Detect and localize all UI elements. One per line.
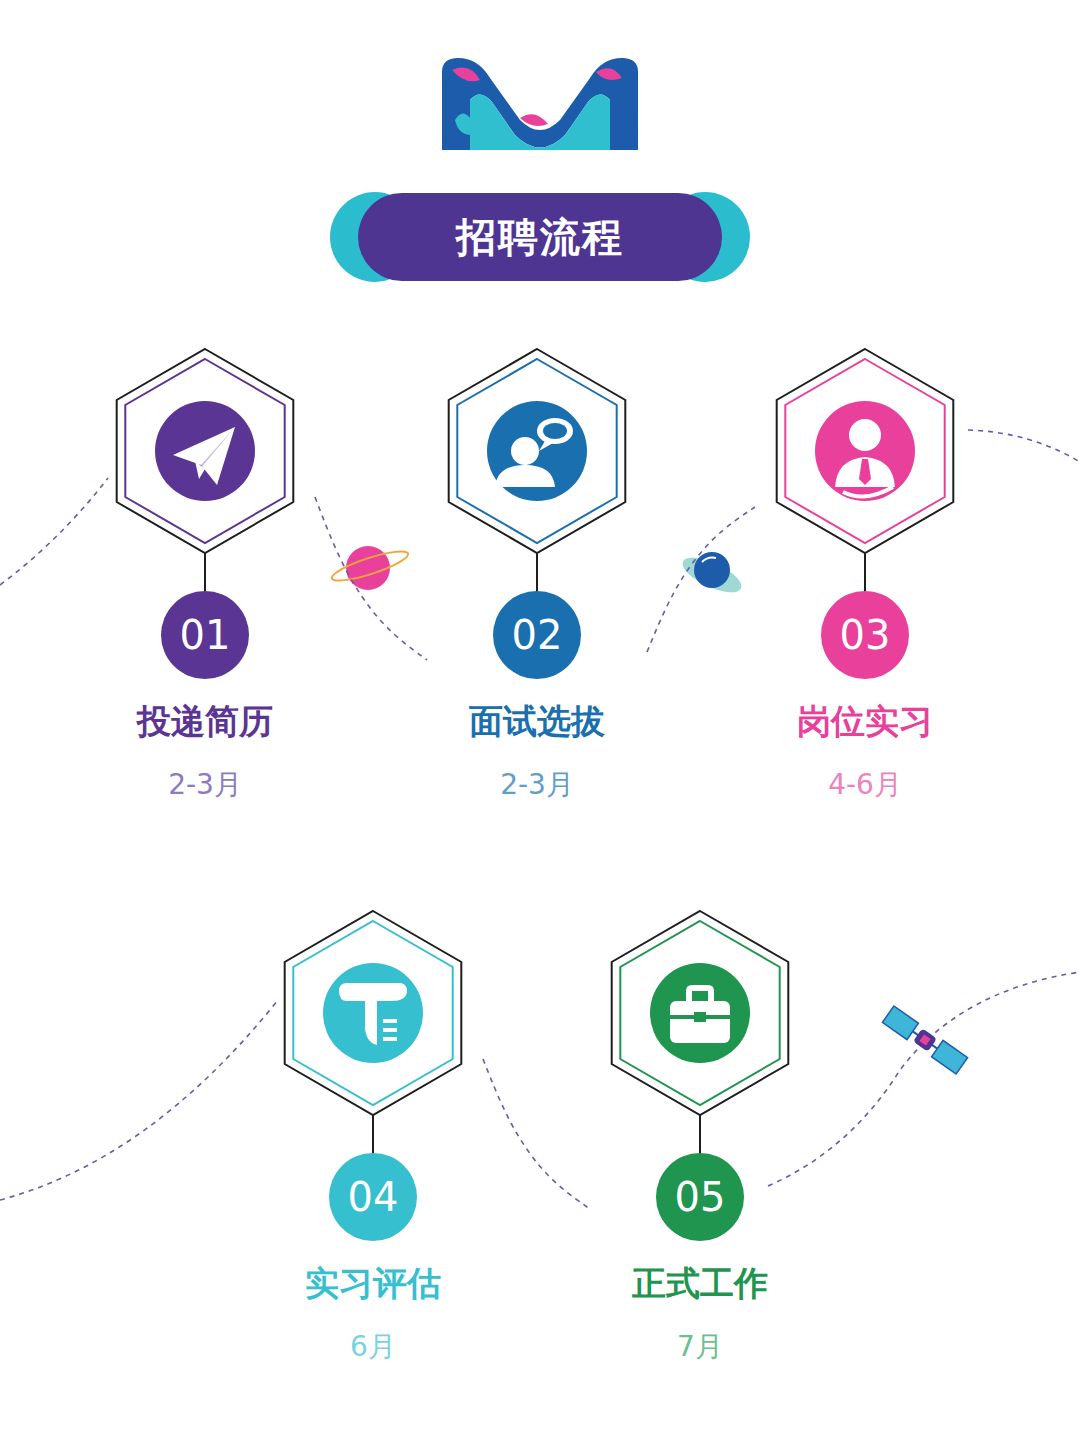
step-badge: 05	[656, 1153, 744, 1241]
stem-line	[536, 553, 538, 593]
icon-glyph	[339, 983, 407, 1045]
step-date: 4-6月	[755, 769, 975, 801]
icon-glyph	[670, 985, 730, 1043]
hexagon-inner	[457, 359, 616, 543]
satellite-icon	[882, 1006, 967, 1074]
step-date: 6月	[263, 1331, 483, 1363]
step-number: 03	[840, 612, 891, 658]
icon-disc	[155, 401, 255, 501]
step-badge: 04	[329, 1153, 417, 1241]
step-number: 01	[180, 612, 231, 658]
dashed-connector	[483, 1059, 590, 1209]
title: 招聘流程	[456, 210, 624, 265]
hexagon-frame	[427, 347, 647, 597]
hexagon-outer	[117, 349, 294, 553]
step-number: 04	[348, 1174, 399, 1220]
step-badge: 01	[161, 591, 249, 679]
icon-disc	[650, 963, 750, 1063]
hexagon-inner	[785, 359, 944, 543]
process-step: 05 正式工作 7月	[590, 909, 810, 1369]
step-number: 05	[675, 1174, 726, 1220]
company-logo	[442, 58, 638, 150]
dashed-connector	[647, 507, 755, 652]
step-badge: 02	[493, 591, 581, 679]
step-title: 正式工作	[590, 1263, 810, 1303]
step-date: 2-3月	[427, 769, 647, 801]
stem-line	[699, 1115, 701, 1155]
stem-line	[372, 1115, 374, 1155]
hexagon-frame	[95, 347, 315, 597]
hexagon-inner	[125, 359, 284, 543]
stem-line	[204, 553, 206, 593]
process-step: 03 岗位实习 4-6月	[755, 347, 975, 807]
hexagon-outer	[777, 349, 954, 553]
icon-disc	[323, 963, 423, 1063]
step-date: 7月	[590, 1331, 810, 1363]
process-step: 02 面试选拔 2-3月	[427, 347, 647, 807]
hexagon-frame	[263, 909, 483, 1159]
step-title: 面试选拔	[427, 701, 647, 741]
hexagon-inner	[620, 921, 779, 1105]
process-step: 04 实习评估 6月	[263, 909, 483, 1369]
hexagon-outer	[449, 349, 626, 553]
icon-disc	[815, 401, 915, 501]
hexagon-outer	[285, 911, 462, 1115]
hexagon-outer	[612, 911, 789, 1115]
icon-glyph	[835, 419, 895, 496]
icon-glyph	[495, 418, 573, 487]
step-number: 02	[512, 612, 563, 658]
stem-line	[864, 553, 866, 593]
step-date: 2-3月	[95, 769, 315, 801]
step-badge: 03	[821, 591, 909, 679]
process-step: 01 投递简历 2-3月	[95, 347, 315, 807]
step-title: 实习评估	[263, 1263, 483, 1303]
dashed-connector	[315, 497, 427, 660]
icon-glyph	[173, 427, 235, 485]
hexagon-frame	[590, 909, 810, 1159]
step-title: 岗位实习	[755, 701, 975, 741]
hexagon-frame	[755, 347, 975, 597]
title-pill: 招聘流程	[358, 193, 722, 281]
planet-icon	[329, 546, 410, 590]
planet-icon	[678, 551, 746, 600]
hexagon-inner	[293, 921, 452, 1105]
step-title: 投递简历	[95, 701, 315, 741]
icon-disc	[487, 401, 587, 501]
